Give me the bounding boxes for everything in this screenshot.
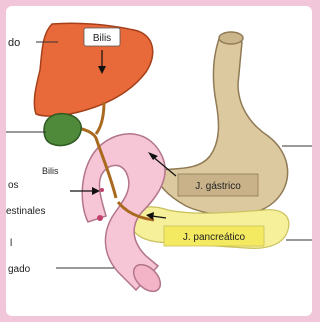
intestine-inner-dot: [97, 215, 103, 221]
intestinal-label-line2: estinales: [6, 206, 45, 217]
small-intestine-label-partial: l: [10, 238, 12, 249]
bottom-left-label-partial: gado: [8, 264, 31, 275]
esophagus-opening: [219, 32, 243, 44]
bile-top-label: Bilis: [93, 33, 111, 44]
pancreatic-juice-label: J. pancreático: [183, 232, 246, 243]
gallbladder: [44, 114, 81, 146]
digestive-diagram: Bilis J. gástrico J. pancreático do Bili…: [6, 6, 312, 316]
gastric-juice-label: J. gástrico: [195, 181, 241, 192]
intestinal-label-line1: os: [8, 180, 19, 191]
intestine-inner-dot: [100, 188, 104, 192]
diagram-frame: Bilis J. gástrico J. pancreático do Bili…: [6, 6, 312, 316]
bile-left-label: Bilis: [42, 166, 59, 176]
liver-label-partial: do: [8, 37, 20, 49]
